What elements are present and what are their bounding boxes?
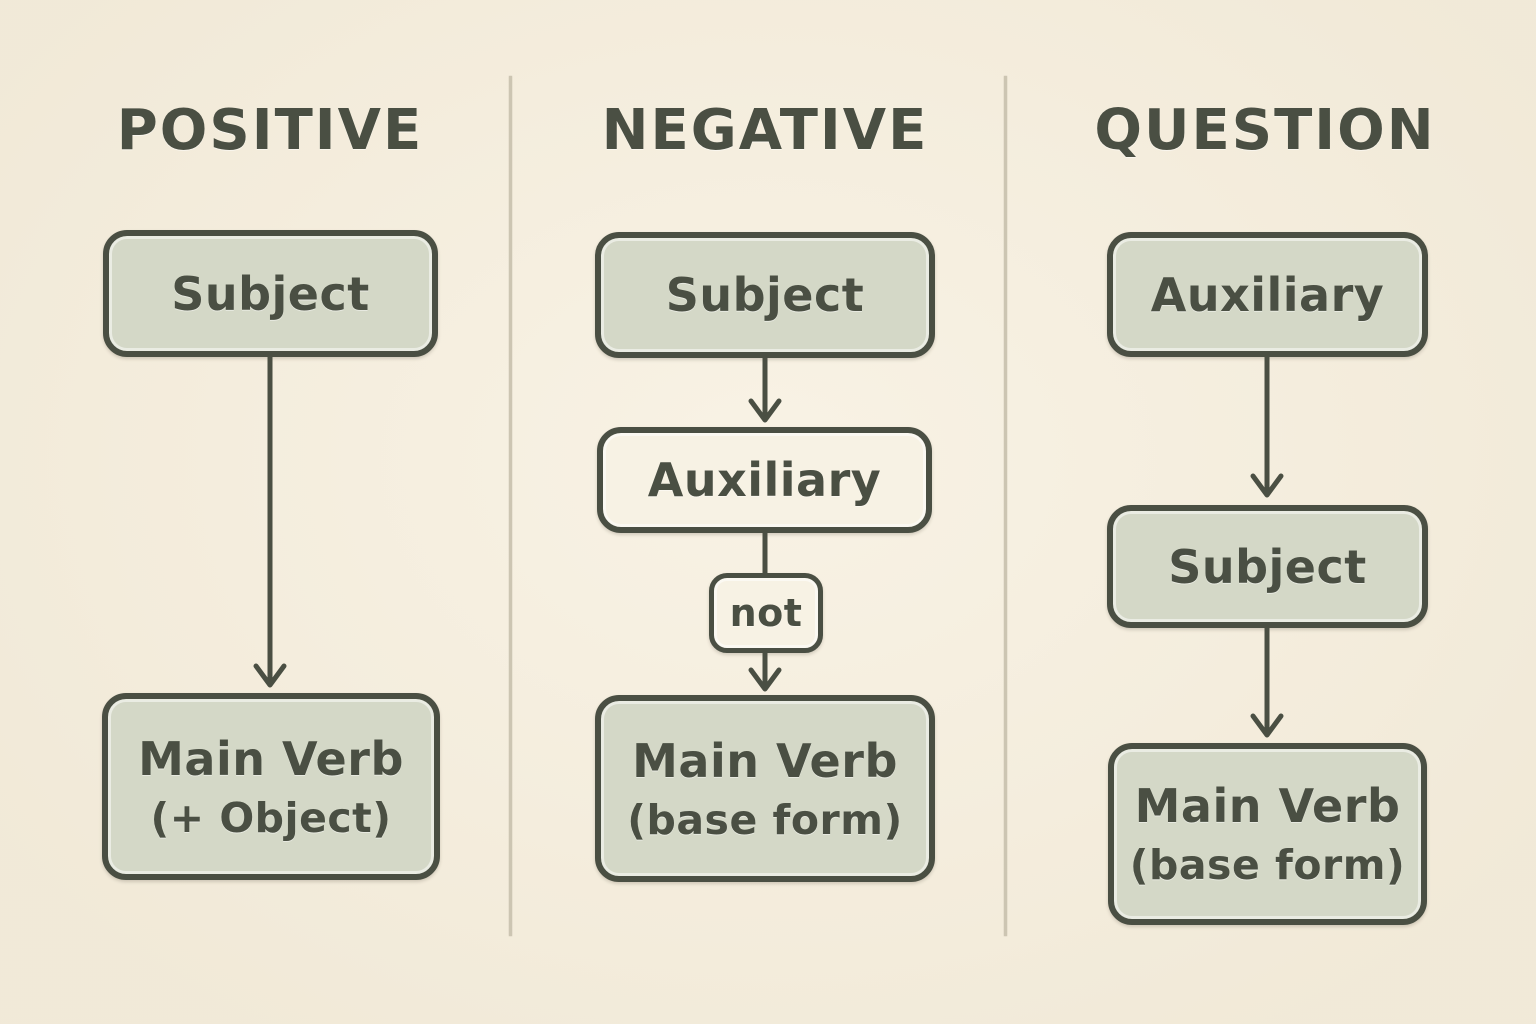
node-label: Auxiliary: [647, 453, 882, 507]
node-label: Main Verb: [632, 733, 898, 788]
arrow-down-icon: [253, 354, 287, 688]
arrow-down-icon: [748, 355, 782, 423]
node-auxiliary-question: Auxiliary: [1107, 232, 1428, 357]
column-divider: [1004, 76, 1007, 936]
node-subject-negative: Subject: [595, 232, 935, 358]
column-divider: [509, 76, 512, 936]
arrow-down-icon: [1250, 354, 1284, 498]
node-sublabel: (+ Object): [150, 793, 392, 842]
node-label: Subject: [1168, 539, 1367, 594]
node-label: Main Verb: [138, 731, 404, 786]
node-subject-question: Subject: [1107, 505, 1428, 628]
arrow-down-icon: [748, 650, 782, 692]
node-subject-positive: Subject: [103, 230, 438, 357]
node-main-verb-question: Main Verb (base form): [1108, 743, 1427, 925]
node-sublabel: (base form): [1129, 841, 1406, 889]
column-title-negative: NEGATIVE: [601, 98, 929, 163]
column-title-positive: POSITIVE: [116, 98, 424, 163]
node-label: Subject: [171, 266, 370, 321]
node-label: not: [729, 591, 803, 635]
node-not-negative: not: [709, 573, 823, 653]
node-label: Subject: [665, 268, 865, 322]
column-title-question: QUESTION: [1094, 98, 1436, 163]
arrow-down-icon: [1250, 625, 1284, 738]
node-label: Main Verb: [1134, 779, 1401, 833]
node-main-verb-negative: Main Verb (base form): [595, 695, 935, 882]
node-auxiliary-negative: Auxiliary: [597, 427, 932, 533]
node-sublabel: (base form): [627, 795, 903, 844]
node-label: Auxiliary: [1150, 267, 1385, 322]
node-main-verb-positive: Main Verb (+ Object): [102, 693, 440, 880]
connector-line: [762, 530, 768, 576]
